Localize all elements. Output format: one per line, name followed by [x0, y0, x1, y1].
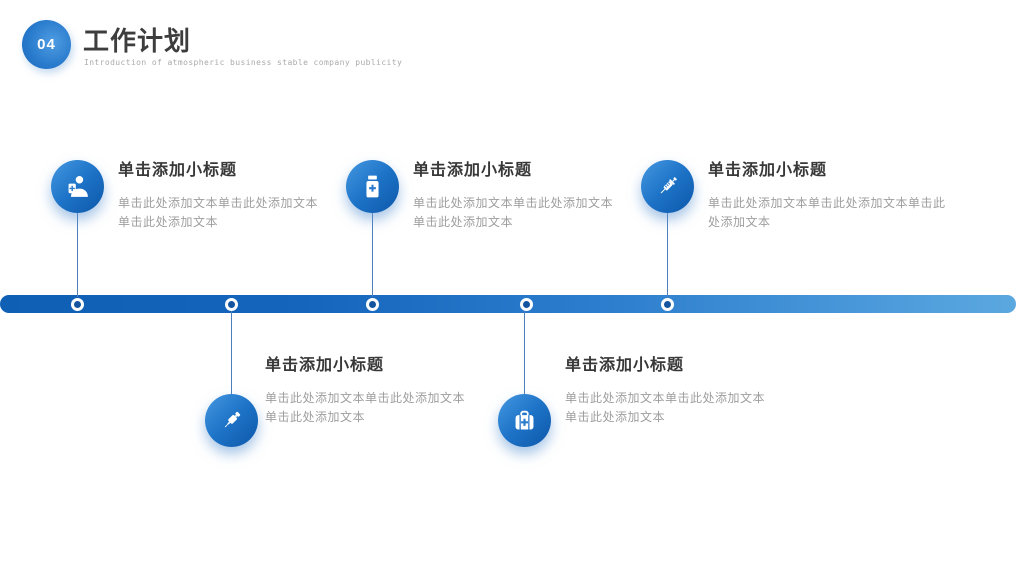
- item-body: 单击此处添加文本单击此处添加文本单击此处添加文本: [265, 391, 466, 424]
- first-aid-kit-icon: [498, 394, 551, 447]
- section-number-badge: 04: [22, 20, 71, 69]
- syringe-icon: [641, 160, 694, 213]
- connector-line: [77, 213, 78, 297]
- timeline-node: [520, 298, 533, 311]
- timeline-bar: [0, 295, 1016, 313]
- connector-line: [667, 213, 668, 297]
- page-subtitle: Introduction of atmospheric business sta…: [84, 58, 403, 67]
- section-number: 04: [37, 36, 56, 53]
- medicine-bottle-icon: [346, 160, 399, 213]
- timeline-node: [661, 298, 674, 311]
- connector-line: [372, 213, 373, 297]
- timeline-node: [71, 298, 84, 311]
- item-title: 单击添加小标题: [413, 162, 533, 179]
- connector-line: [231, 311, 232, 394]
- timeline-item: 单击添加小标题 单击此处添加文本单击此处添加文本单击此处添加文本: [565, 356, 771, 427]
- item-body: 单击此处添加文本单击此处添加文本单击此处添加文本: [708, 196, 946, 229]
- timeline-item: 单击添加小标题 单击此处添加文本单击此处添加文本单击此处添加文本: [118, 161, 324, 232]
- timeline-item: 单击添加小标题 单击此处添加文本单击此处添加文本单击此处添加文本: [708, 161, 954, 232]
- item-body: 单击此处添加文本单击此处添加文本单击此处添加文本: [118, 196, 319, 229]
- item-title: 单击添加小标题: [265, 357, 385, 374]
- item-body: 单击此处添加文本单击此处添加文本单击此处添加文本: [565, 391, 766, 424]
- item-title: 单击添加小标题: [565, 357, 685, 374]
- timeline-item: 单击添加小标题 单击此处添加文本单击此处添加文本单击此处添加文本: [413, 161, 619, 232]
- item-title: 单击添加小标题: [118, 162, 238, 179]
- connector-line: [524, 311, 525, 394]
- timeline-node: [366, 298, 379, 311]
- item-body: 单击此处添加文本单击此处添加文本单击此处添加文本: [413, 196, 614, 229]
- page-title: 工作计划: [83, 26, 192, 56]
- timeline-node: [225, 298, 238, 311]
- timeline-item: 单击添加小标题 单击此处添加文本单击此处添加文本单击此处添加文本: [265, 356, 471, 427]
- item-title: 单击添加小标题: [708, 162, 828, 179]
- injection-icon: [205, 394, 258, 447]
- doctor-icon: [51, 160, 104, 213]
